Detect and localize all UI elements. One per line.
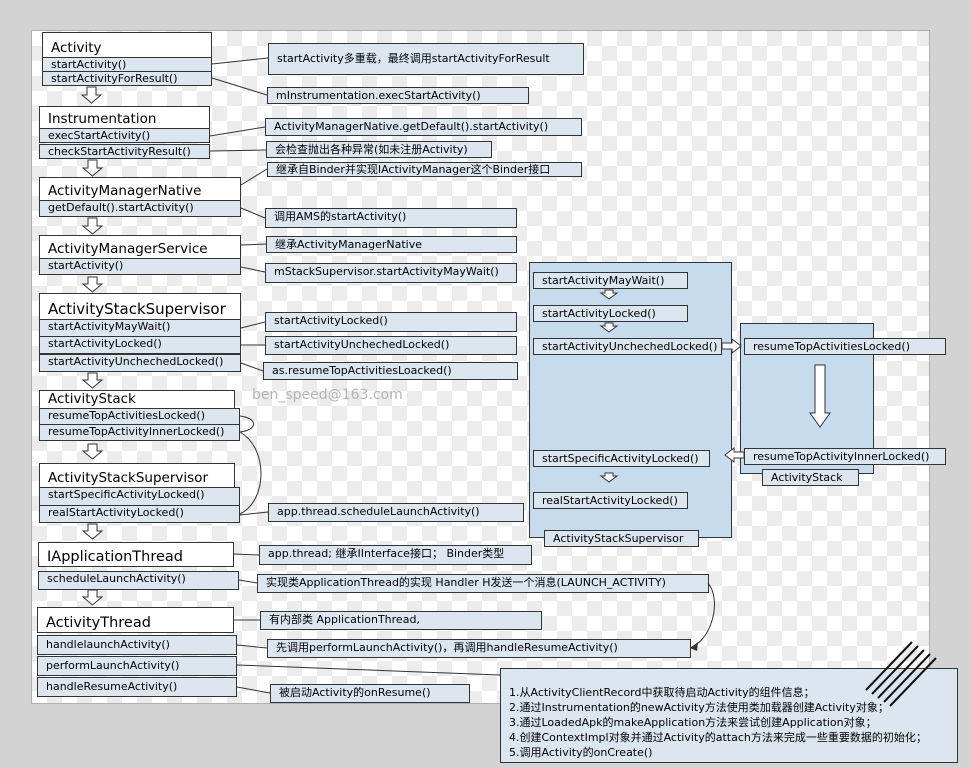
summary-line-5: 5.调用Activity的onCreate() [509,746,653,759]
class-activity-stack-supervisor: ActivityStackSupervisor [39,293,241,320]
method-perform-launch-activity: performLaunchActivity() [37,656,237,676]
note-extends-amn: 继承ActivityManagerNative [266,236,517,253]
class-activity: Activity [42,32,212,58]
panel-item-start-activity-locked: startActivityLocked() [533,305,688,322]
method-start-activity-uncheched-locked: startActivityUnchechedLocked() [39,354,241,372]
method-handle-resume-activity: handleResumeActivity() [37,677,237,697]
method-ams-start-activity: startActivity() [39,258,241,275]
method-exec-start-activity: execStartActivity() [39,128,210,143]
method-start-specific-activity-locked: startSpecificActivityLocked() [39,487,240,506]
method-start-activity-locked: startActivityLocked() [39,336,241,354]
method-resume-top-activities-locked: resumeTopActivitiesLocked() [39,408,240,425]
note-call-ams: 调用AMS的startActivity() [265,208,517,228]
summary-line-3: 3.通过LoadedApk的makeApplication方法来尝试创建Appl… [509,716,877,729]
class-activity-manager-service: ActivityManagerService [39,235,241,259]
note-minstrumentation-exec: mInstrumentation.execStartActivity() [267,87,529,104]
summary-line-4: 4.创建ContextImpl对象并通过Activity的attach方法来完成… [509,731,927,744]
note-start-activity-locked: startActivityLocked() [265,312,517,332]
class-activity-thread: ActivityThread [37,607,234,633]
note-perform-then-resume: 先调用performLaunchActivity()，再调用handleResu… [267,639,691,658]
note-amn-get-default: ActivityManagerNative.getDefault().start… [265,118,582,136]
note-inner-class: 有内部类 ApplicationThread, [260,611,542,630]
note-app-thread-schedule: app.thread.scheduleLaunchActivity() [268,503,524,522]
note-app-thread-binder: app.thread; 继承IInterface接口； Binder类型 [259,545,532,565]
note-binder-interface: 继承自Binder并实现IActivityManager这个Binder接口 [267,162,582,177]
summary-line-2: 2.通过Instrumentation的newActivity方法使用类加载器创… [509,701,889,714]
note-as-resume-top: as.resumeTopActivitiesLoacked() [263,362,518,380]
note-start-activity-overload: startActivity多重载，最终调用startActivityForRes… [268,43,584,75]
panel-item-real-start-activity-locked: realStartActivityLocked() [533,492,688,509]
class-iapplication-thread: IApplicationThread [38,542,234,567]
method-start-activity-for-result: startActivityForResult() [42,71,212,86]
panel-item-start-activity-may-wait: startActivityMayWait() [533,272,688,289]
panel-item-resume-top-activity-inner-locked: resumeTopActivityInnerLocked() [744,448,946,465]
class-activity-stack-supervisor-2: ActivityStackSupervisor [39,463,235,488]
method-check-start-activity-result: checkStartActivityResult() [39,144,210,159]
panel-label-activity-stack-supervisor: ActivityStackSupervisor [544,530,699,547]
note-application-thread-handler: 实现类ApplicationThread的实现 Handler H发送一个消息(… [257,574,709,593]
note-check-exceptions: 会检查抛出各种异常(如未注册Activity) [266,141,492,158]
summary-note: 1.从ActivityClientRecord中获取待启动Activity的组件… [500,668,958,763]
method-schedule-launch-activity: scheduleLaunchActivity() [38,571,239,590]
panel-item-start-activity-uncheched-locked: startActivityUnchechedLocked() [533,338,722,355]
method-start-activity: startActivity() [42,57,212,72]
method-real-start-activity-locked: realStartActivityLocked() [39,505,240,523]
panel-item-start-specific-activity-locked: startSpecificActivityLocked() [533,450,710,467]
panel-item-resume-top-activities-locked: resumeTopActivitiesLocked() [744,338,946,355]
method-get-default-start-activity: getDefault().startActivity() [39,200,241,217]
summary-line-1: 1.从ActivityClientRecord中获取待启动Activity的组件… [509,686,815,699]
panel-label-activity-stack: ActivityStack [762,469,859,486]
class-activity-stack: ActivityStack [39,390,235,409]
method-resume-top-activity-inner-locked: resumeTopActivityInnerLocked() [39,424,240,441]
note-on-resume: 被启动Activity的onResume() [270,684,470,703]
note-start-activity-uncheched-locked: startActivityUnchechedLocked() [265,336,517,355]
watermark: ben_speed@163.com [252,387,403,403]
method-handle-launch-activity: handlelaunchActivity() [37,635,237,655]
class-activity-manager-native: ActivityManagerNative [39,177,241,201]
class-instrumentation: Instrumentation [39,106,210,129]
note-mstack-supervisor: mStackSupervisor.startActivityMayWait() [265,263,517,283]
method-start-activity-may-wait: startActivityMayWait() [39,319,241,337]
